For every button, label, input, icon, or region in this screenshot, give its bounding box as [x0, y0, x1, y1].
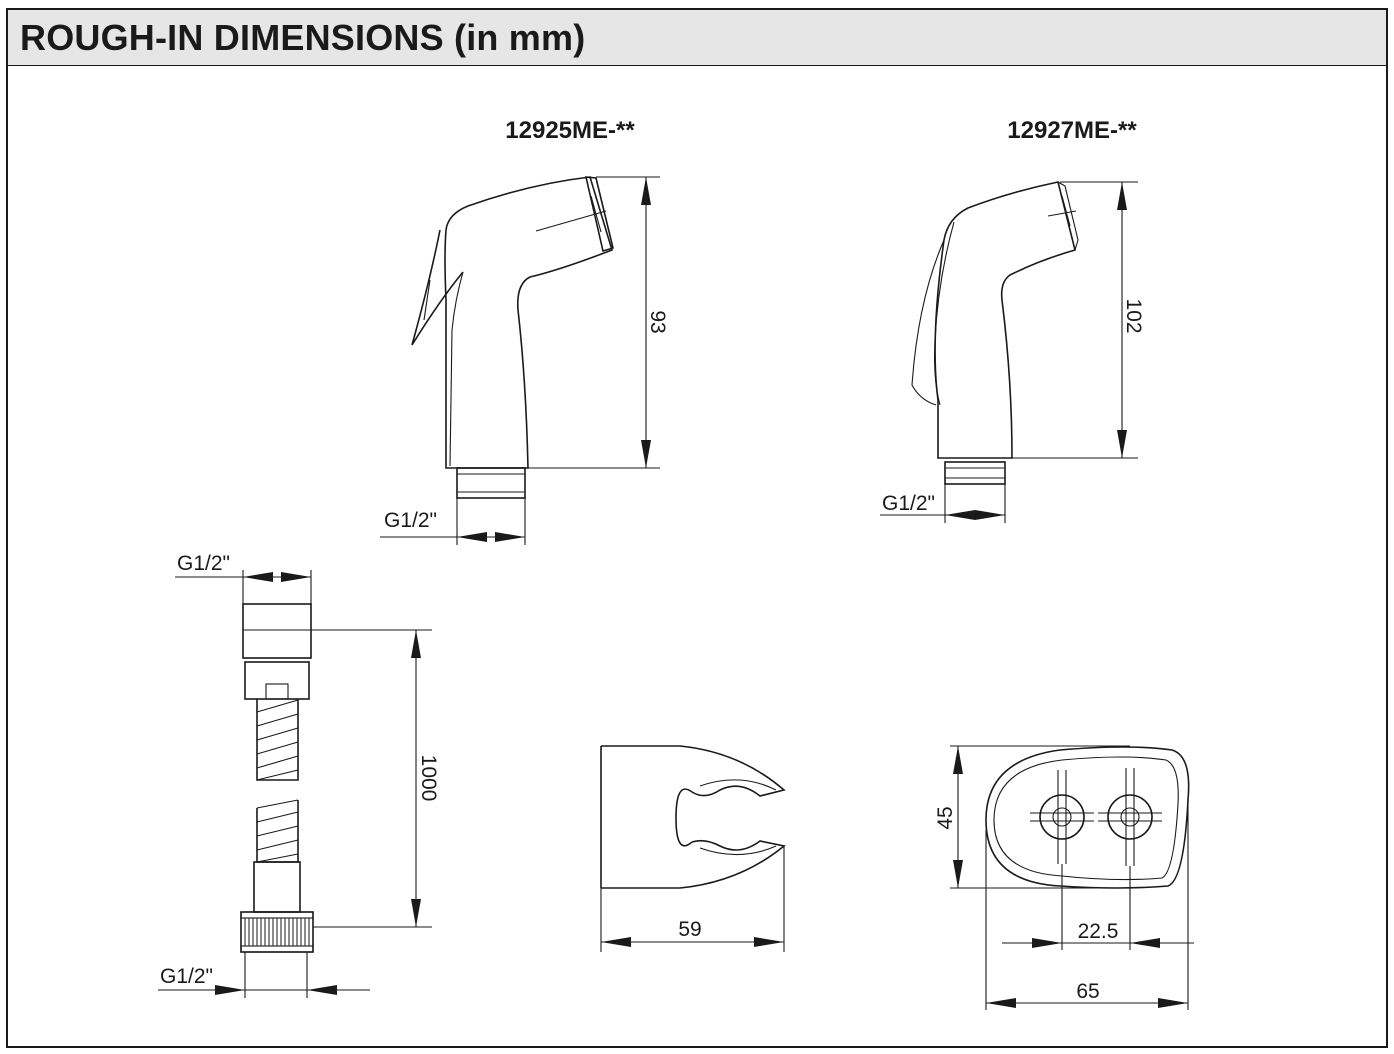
bracket-front-view: 45 22.5 65 [934, 745, 1194, 1010]
dimension-screw-spacing: 22.5 [1002, 864, 1194, 950]
hose-thread-bottom-label: G1/2" [160, 965, 213, 988]
bracket-width-label: 65 [1076, 980, 1099, 1003]
dimension-bracket-height: 45 [934, 745, 1130, 889]
dimension-bracket-width: 65 [985, 800, 1189, 1010]
holder-side-view: 59 [600, 745, 786, 952]
hose-spiral-upper [256, 699, 299, 781]
sprayer-body-12925me [411, 176, 614, 499]
screw-spacing-label: 22.5 [1078, 920, 1119, 943]
dimension-thread-12927me: G1/2" [880, 484, 1006, 523]
hose-spiral-lower [256, 799, 299, 863]
thread-label-12925me: G1/2" [384, 509, 437, 532]
dimension-height-12925me: 93 [528, 176, 669, 469]
page-title: ROUGH-IN DIMENSIONS (in mm) [20, 17, 586, 58]
height-label-12925me: 93 [646, 310, 669, 333]
sprayer-12927me: 12927ME-** 102 [880, 117, 1145, 523]
screw-right [1098, 768, 1162, 866]
hose-length-label: 1000 [417, 755, 440, 802]
hose-assembly: 1000 G1/2" G1/2" [158, 552, 440, 998]
dimension-thread-12925me: G1/2" [380, 498, 526, 545]
holder-width-label: 59 [678, 918, 701, 941]
thread-label-12927me: G1/2" [882, 492, 935, 515]
screw-left [1030, 770, 1094, 864]
dimension-height-12927me: 102 [1012, 181, 1145, 459]
dimension-holder-width: 59 [600, 846, 785, 952]
knurl-lines [244, 918, 310, 946]
header-bar: ROUGH-IN DIMENSIONS (in mm) [8, 10, 1386, 66]
dimension-hose-thread-bottom: G1/2" [158, 952, 370, 998]
dimension-hose-length: 1000 [311, 629, 440, 928]
height-label-12927me: 102 [1122, 298, 1145, 333]
hose-thread-top-label: G1/2" [177, 552, 230, 575]
bracket-height-label: 45 [934, 806, 957, 829]
dimension-hose-thread-top: G1/2" [175, 552, 312, 604]
sprayer-12925me: 12925ME-** 93 [380, 117, 669, 545]
model-title-12927me: 12927ME-** [1007, 117, 1137, 144]
sprayer-body-12927me [911, 181, 1079, 485]
drawing-frame [6, 8, 1388, 1048]
model-title-12925me: 12925ME-** [505, 117, 635, 144]
